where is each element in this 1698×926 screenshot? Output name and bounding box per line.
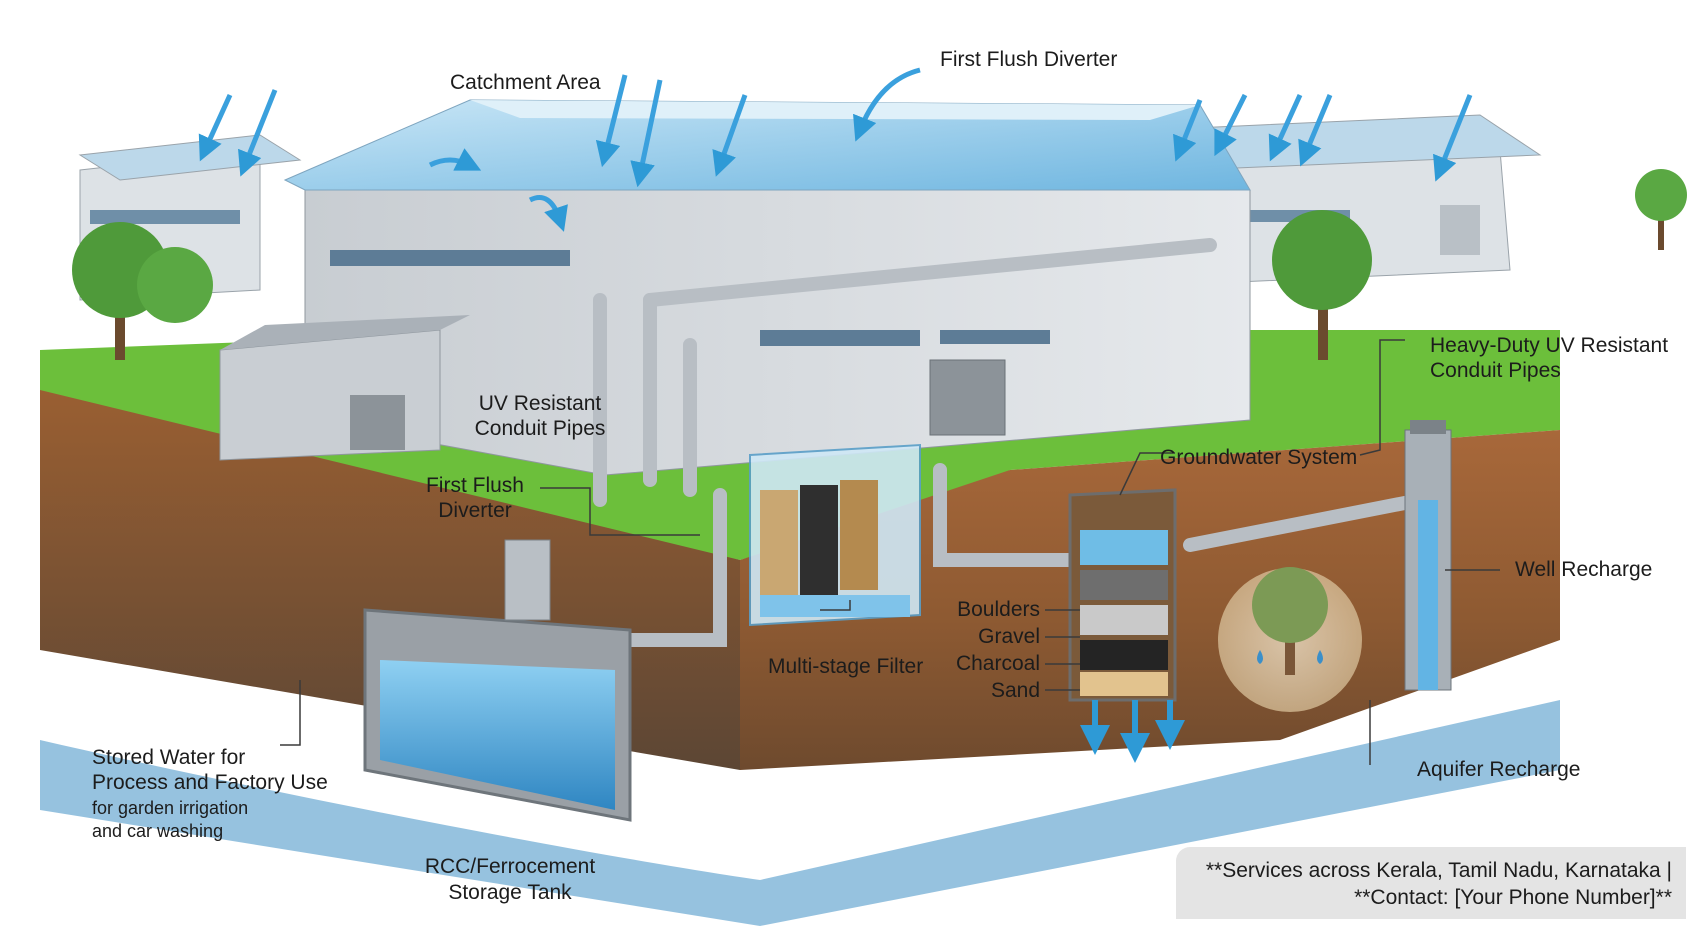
aquifer-water-band xyxy=(40,700,1560,926)
aquifer-tree-emblem xyxy=(1218,567,1362,712)
tree-left xyxy=(72,222,213,360)
label-charcoal: Charcoal xyxy=(955,652,1040,675)
label-gravel: Gravel xyxy=(978,625,1040,648)
multi-stage-filter-box xyxy=(749,443,921,627)
label-boulders: Boulders xyxy=(957,598,1040,621)
label-tank-line2: Storage Tank xyxy=(448,881,572,904)
label-aquifer-recharge: Aquifer Recharge xyxy=(1417,758,1581,781)
small-shed xyxy=(219,315,470,461)
label-catchment-area: Catchment Area xyxy=(450,71,601,94)
label-uv-conduit-line1: UV Resistant xyxy=(478,392,602,415)
label-sand: Sand xyxy=(990,679,1040,702)
recharge-well xyxy=(1404,420,1452,691)
label-stored-water-line3: for garden irrigation xyxy=(92,798,249,818)
label-stored-water-line4: and car washing xyxy=(92,821,224,841)
label-heavy-duty-line2: Conduit Pipes xyxy=(1430,359,1561,382)
label-groundwater-system: Groundwater System xyxy=(1160,446,1358,469)
label-stored-water-line2: Process and Factory Use xyxy=(92,771,328,794)
tree-right xyxy=(1272,210,1372,360)
recharge-arrows xyxy=(1080,700,1185,763)
label-well-recharge: Well Recharge xyxy=(1515,558,1653,581)
label-stored-water-line1: Stored Water for xyxy=(92,746,246,769)
groundwater-pit xyxy=(1068,488,1177,702)
storage-tank xyxy=(363,539,632,822)
label-first-flush-line1: First Flush xyxy=(425,474,524,497)
label-first-flush-line2: Diverter xyxy=(438,499,512,522)
footer-services-text: **Services across Kerala, Tamil Nadu, Ka… xyxy=(1205,859,1672,882)
tree-far-right xyxy=(1635,169,1687,250)
label-tank-line1: RCC/Ferrocement xyxy=(424,855,596,878)
leader-lines xyxy=(280,339,1500,765)
label-multi-stage-filter: Multi-stage Filter xyxy=(768,655,924,678)
label-first-flush-diverter-top: First Flush Diverter xyxy=(940,48,1118,71)
label-uv-conduit-line2: Conduit Pipes xyxy=(474,417,606,440)
conduit-pipes xyxy=(583,238,1427,647)
label-heavy-duty-line1: Heavy-Duty UV Resistant xyxy=(1430,334,1669,357)
footer-contact-box: **Services across Kerala, Tamil Nadu, Ka… xyxy=(1176,847,1686,919)
rain-arrows xyxy=(198,67,1473,232)
footer-contact-text: **Contact: [Your Phone Number]** xyxy=(1354,886,1672,909)
